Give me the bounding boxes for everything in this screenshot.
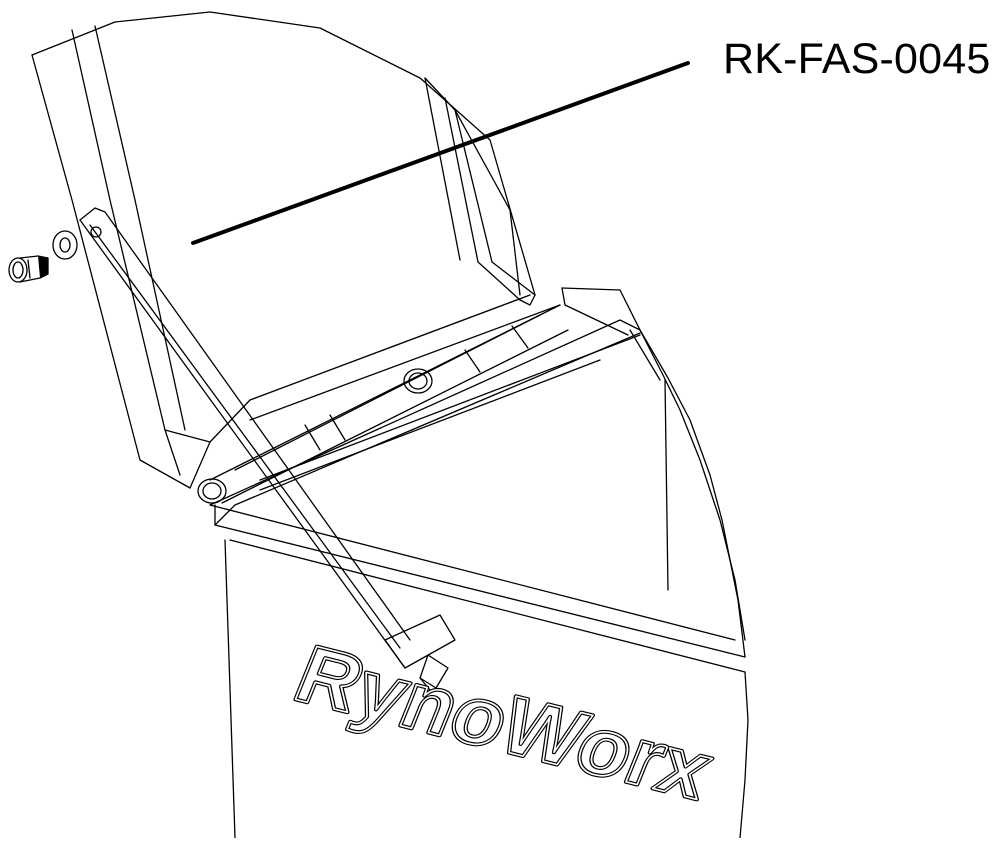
part-number-callout: RK-FAS-0045: [723, 35, 991, 83]
callout-leader-line: [191, 61, 690, 245]
box-body: [209, 287, 749, 839]
brand-logo-inner: RynoWorx: [283, 629, 725, 816]
brand-logo: RynoWorx RynoWorx: [281, 627, 727, 818]
fastener-screw: [8, 255, 49, 283]
support-arm: [79, 207, 456, 691]
fastener-washer: [52, 230, 78, 260]
hinge: [197, 294, 569, 504]
lid: [31, 11, 536, 489]
